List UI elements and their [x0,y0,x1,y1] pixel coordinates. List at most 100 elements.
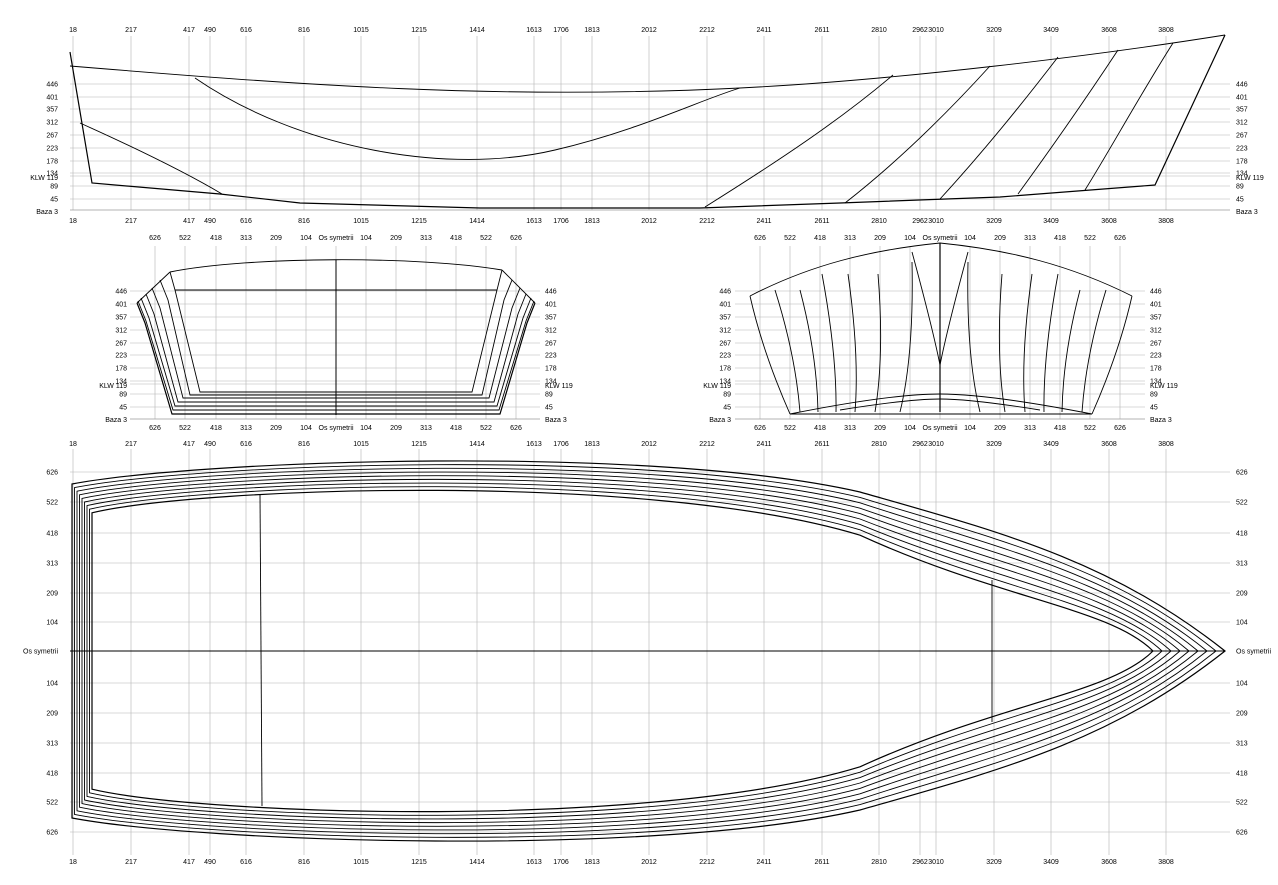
aft-waterline-label-right: 357 [545,315,557,322]
fore-waterline-label-right: 446 [1150,289,1162,296]
fore-buttock-label-bottom: 626 [754,425,766,432]
plan-halfbreadth-label-left: 522 [46,800,58,807]
plan-station-label-bottom: 1215 [411,859,427,866]
plan-station-label-bottom: 2012 [641,859,657,866]
plan-station-label-top: 3808 [1158,441,1174,448]
profile-waterline-label-right: 401 [1236,95,1248,102]
plan-halfbreadth-label-left: 418 [46,531,58,538]
profile-station-label-top: 490 [204,27,216,34]
fore-buttock-label-top: 209 [994,235,1006,242]
profile-waterline-label-left: 401 [46,95,58,102]
profile-station-label-top: 816 [298,27,310,34]
profile-waterline-label-right: 223 [1236,146,1248,153]
profile-station-label-bottom: 18 [69,218,77,225]
aft-waterline-label-left: 178 [115,366,127,373]
plan-halfbreadth-label-right: 313 [1236,561,1248,568]
fore-waterline-label-left: 401 [719,302,731,309]
plan-station-label-top: 2611 [814,441,829,448]
aft-buttock-label-top: 104 [360,235,372,242]
plan-station-label-bottom: 2962 [912,859,928,866]
fore-waterline-label-left: 446 [719,289,731,296]
bow-station-line [899,261,913,413]
plan-halfbreadth-label-left: 522 [46,500,58,507]
fore-buttock-label-top: 626 [1114,235,1126,242]
profile-waterline-label-left: 89 [50,184,58,191]
plan-centerline-label-right: Os symetrii [1236,649,1271,656]
plan-station-label-bottom: 1015 [353,859,369,866]
aft-buttock-label-top: 209 [390,235,402,242]
plan-halfbreadth-label-right: 522 [1236,500,1248,507]
profile-station-label-top: 3608 [1101,27,1117,34]
bow-station-line [1061,289,1081,413]
profile-waterline-label-left: 357 [46,107,58,114]
station-section [145,293,527,403]
plan-station-label-top: 490 [204,441,216,448]
plan-station-label-bottom: 616 [240,859,252,866]
plan-station-label-top: 1414 [469,441,485,448]
plan-station-label-top: 2411 [756,441,771,448]
plan-halfbreadth-label-right: 209 [1236,591,1248,598]
fore-waterline-label-right: 134 [1150,379,1162,386]
plan-waterline-curve [91,489,1154,813]
aft-buttock-label-bottom: 209 [390,425,402,432]
plan-station-label-top: 2012 [641,441,657,448]
aft-buttock-label-top: 104 [300,235,312,242]
body-plan-aft [136,259,536,415]
profile-waterline-label-left: 45 [50,197,58,204]
profile-station-label-top: 1706 [553,27,569,34]
aft-buttock-label-bottom: 104 [300,425,312,432]
plan-station-label-top: 3608 [1101,441,1117,448]
plan-station-label-bottom: 816 [298,859,310,866]
aft-waterline-label-left: 312 [115,328,127,335]
aft-buttock-label-bottom: 313 [420,425,432,432]
profile-view [69,34,1226,209]
plan-station-label-top: 3209 [986,441,1002,448]
profile-station-label-top: 2012 [641,27,657,34]
profile-station-label-top: 2962 [912,27,928,34]
plan-station-label-bottom: 2611 [814,859,829,866]
fore-waterline-label-right: 312 [1150,328,1162,335]
fore-buttock-label-bottom: 418 [1054,425,1066,432]
profile-station-label-top: 1813 [584,27,600,34]
plan-halfbreadth-label-right: 626 [1236,470,1248,477]
profile-station-label-top: 2810 [871,27,887,34]
profile-station-label-bottom: 3409 [1043,218,1059,225]
fore-base-label-left: Baza 3 [709,417,731,424]
fore-buttock-label-bottom: 626 [1114,425,1126,432]
aft-buttock-label-bottom: 104 [360,425,372,432]
profile-waterline-label-left: 267 [46,133,58,140]
aft-buttock-label-bottom: 418 [210,425,222,432]
plan-station-label-bottom: 3209 [986,859,1002,866]
aft-klw-label-right: KLW 119 [545,383,573,390]
aft-waterline-label-left: 134 [115,379,127,386]
plan-station-label-top: 2810 [871,441,887,448]
profile-station-label-bottom: 3808 [1158,218,1174,225]
fore-centerline-label-bottom: Os symetrii [923,425,958,432]
fore-buttock-label-bottom: 418 [814,425,826,432]
aft-waterline-label-right: 446 [545,289,557,296]
station-top [136,271,171,304]
bow-keel-curve [839,398,1041,411]
plan-station-label-bottom: 2810 [871,859,887,866]
aft-waterline-label-left: 89 [119,392,127,399]
transom-top [169,259,503,273]
fore-buttock-label-bottom: 313 [844,425,856,432]
profile-station-label-bottom: 2411 [756,218,771,225]
plan-station-label-top: 3010 [928,441,944,448]
plan-station-label-top: 1613 [526,441,542,448]
profile-station-label-top: 2212 [699,27,715,34]
fore-waterline-label-left: 45 [723,405,731,412]
fore-waterline-label-left: 178 [719,366,731,373]
aft-buttock-label-bottom: 626 [510,425,522,432]
aft-waterline-label-right: 134 [545,379,557,386]
bow-keel-curve [789,393,1093,415]
bow-station-line [799,289,819,413]
aft-centerline-label-bottom: Os symetrii [319,425,354,432]
bow-deck-edge [749,242,1133,297]
aft-waterline-label-left: 45 [119,405,127,412]
plan-station-label-bottom: 18 [69,859,77,866]
bow-section [1091,295,1133,415]
profile-station-label-bottom: 3209 [986,218,1002,225]
plan-station-label-bottom: 417 [183,859,195,866]
station-section [159,279,513,396]
